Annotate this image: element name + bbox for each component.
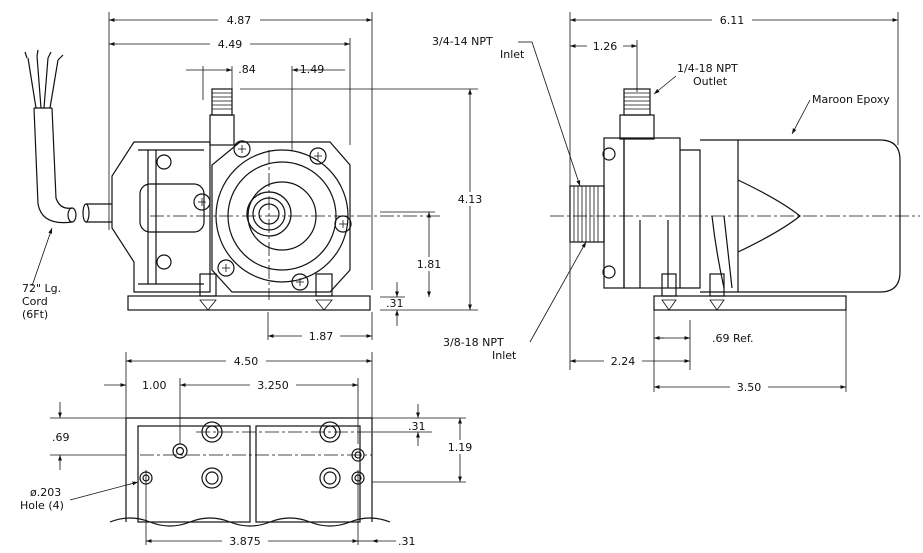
dim-edge-offset: .31 xyxy=(398,535,416,548)
dim-outlet-offset: .84 xyxy=(238,63,256,76)
inlet-bottom-line2: Inlet xyxy=(492,349,517,362)
dim-outlet-to-center: 1.49 xyxy=(300,63,325,76)
dim-hole-span: 3.875 xyxy=(229,535,261,548)
dim-outlet-position: 1.26 xyxy=(593,40,618,53)
inlet-top-line2: Inlet xyxy=(500,48,525,61)
cord-label-line3: (6Ft) xyxy=(22,308,48,321)
dim-base-thickness: .31 xyxy=(386,297,404,310)
base-plate xyxy=(127,273,371,311)
dim-right-height: 1.19 xyxy=(448,441,473,454)
dim-center-height: 1.81 xyxy=(417,258,442,271)
power-cord: 72" Lg. Cord (6Ft) xyxy=(22,49,112,321)
dim-base-to-center: 1.87 xyxy=(309,330,334,343)
inlet-bottom-line1: 3/8-18 NPT xyxy=(443,336,504,349)
dim-overall-length: 6.11 xyxy=(720,14,745,27)
dim-base-ref: .69 Ref. xyxy=(712,332,753,345)
dim-base-length: 3.50 xyxy=(737,381,762,394)
front-base xyxy=(653,273,847,311)
dim-body-width: 4.49 xyxy=(218,38,243,51)
pump-head xyxy=(193,140,352,293)
cord-label-line1: 72" Lg. xyxy=(22,282,61,295)
outlet-line2: Outlet xyxy=(693,75,728,88)
inlet-top-line1: 3/4-14 NPT xyxy=(432,35,493,48)
epoxy-label: Maroon Epoxy xyxy=(812,93,890,106)
side-view: 4.87 4.49 .84 1.49 4.13 1.81 .31 1.87 xyxy=(22,12,490,343)
cord-label-line2: Cord xyxy=(22,295,48,308)
dim-bottom-width: 4.50 xyxy=(234,355,259,368)
front-pump-head xyxy=(602,137,701,289)
dim-inlet-to-base: 2.24 xyxy=(611,355,636,368)
hole-label-line1: ø.203 xyxy=(30,486,61,499)
dim-left-vertical: .69 xyxy=(52,431,70,444)
dim-height: 4.13 xyxy=(458,193,483,206)
bottom-view: 4.50 1.00 3.250 .69 .31 1.19 3.875 .31 ø… xyxy=(20,352,480,548)
inlet-fitting xyxy=(569,185,605,243)
dim-right-top: .31 xyxy=(408,420,426,433)
dim-hole-spacing: 3.250 xyxy=(257,379,289,392)
dim-hole-offset: 1.00 xyxy=(142,379,167,392)
outlet-line1: 1/4-18 NPT xyxy=(677,62,738,75)
dim-overall-width: 4.87 xyxy=(227,14,252,27)
front-outlet-fitting xyxy=(619,88,655,140)
motor-housing xyxy=(111,141,211,293)
outlet-fitting xyxy=(209,88,235,146)
hole-label-line2: Hole (4) xyxy=(20,499,64,512)
front-view: 6.11 1.26 2.24 .69 Ref. 3.50 3/4-14 NPT … xyxy=(432,12,920,394)
